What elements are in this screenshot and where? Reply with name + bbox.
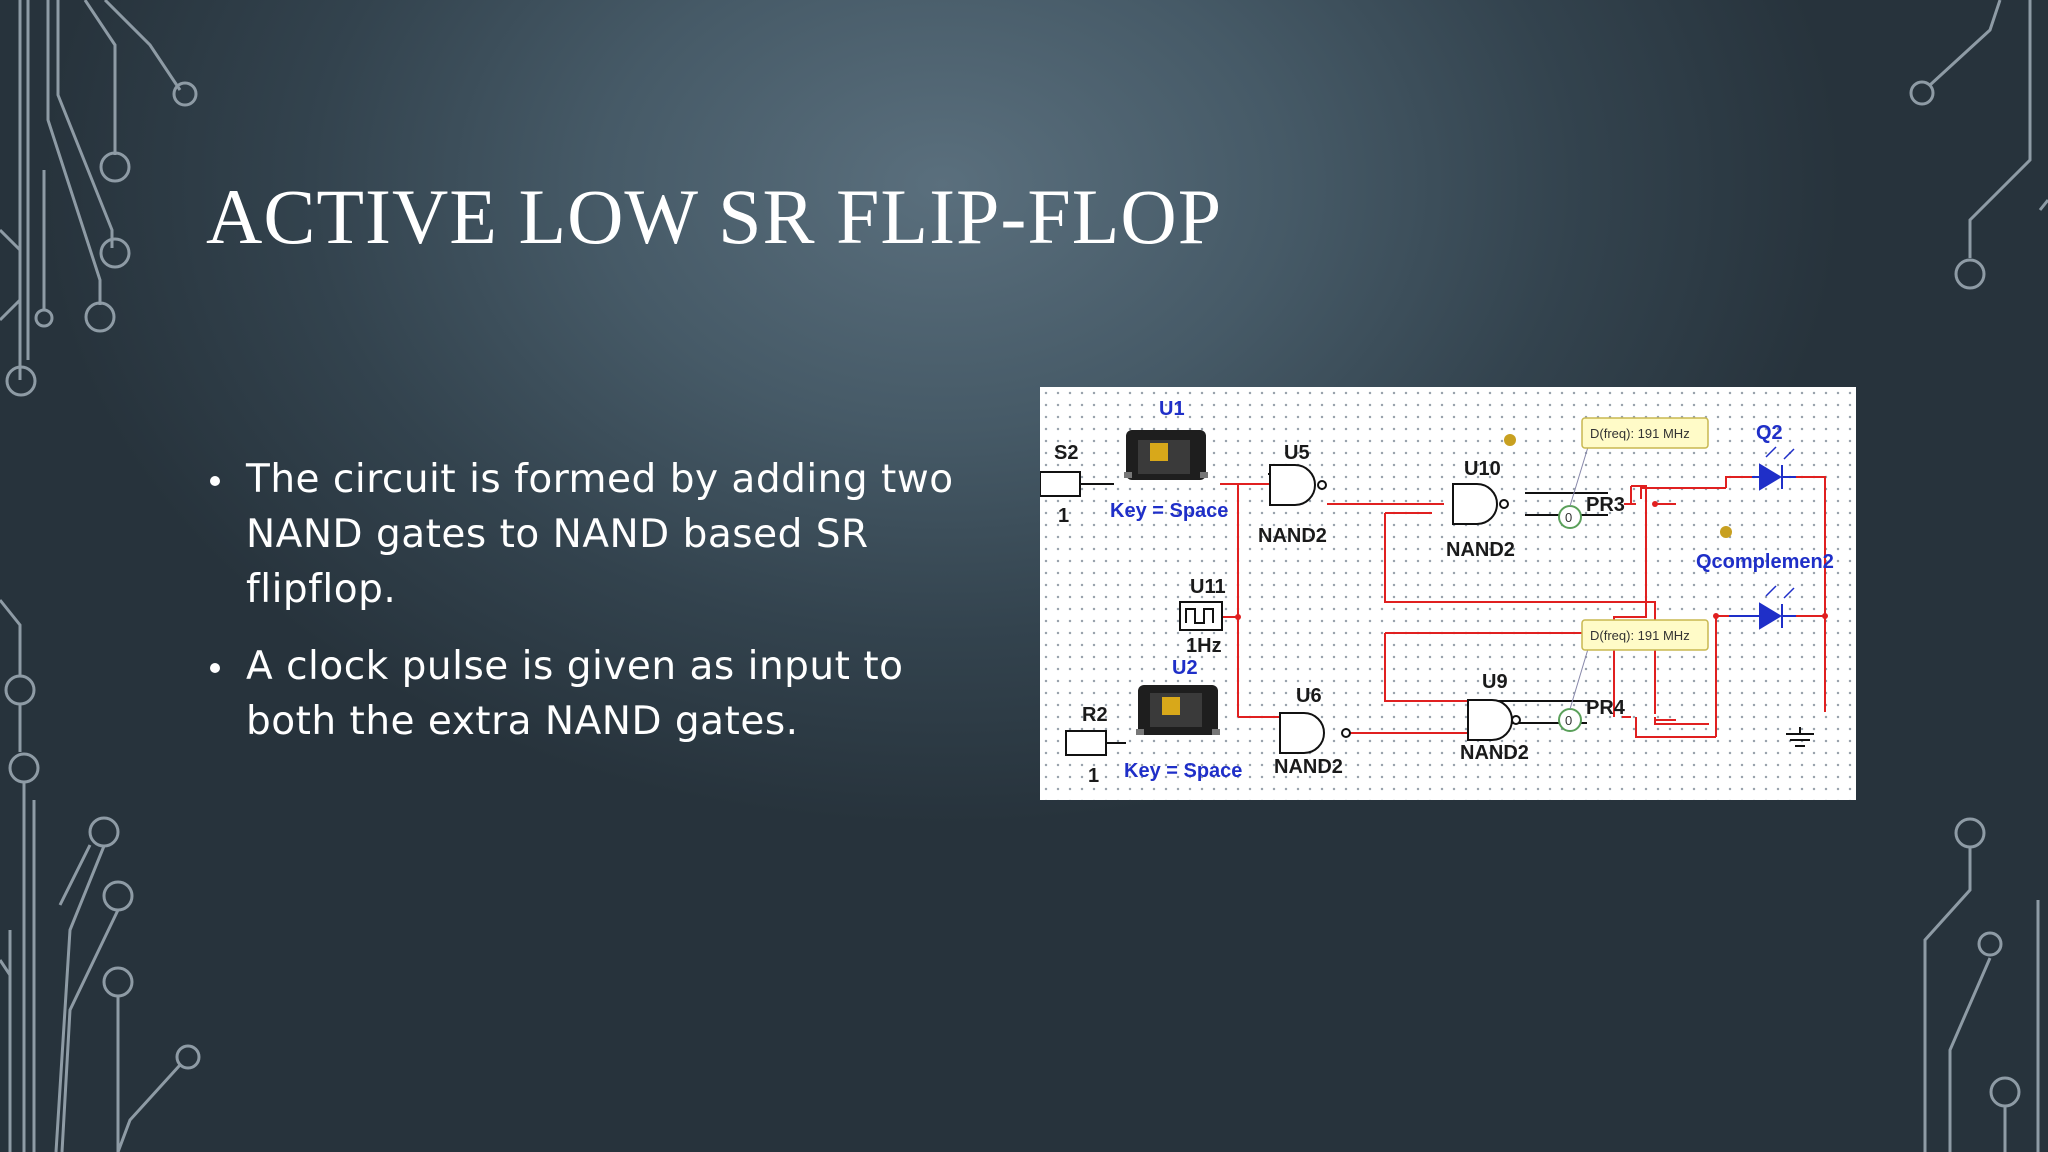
- clock-ref: U11: [1190, 576, 1226, 598]
- gate-u9-ref: U9: [1482, 671, 1508, 693]
- circuit-schematic: S2 1 U1 Key = Space R2 1 U2 Key = Space …: [1040, 387, 1856, 800]
- switch-r2-value: 1: [1088, 765, 1099, 787]
- gate-u5-type: NAND2: [1258, 525, 1327, 547]
- ground-icon: [1786, 727, 1814, 747]
- switch-r2-box[interactable]: [1065, 730, 1107, 756]
- probe-pr3-value: 0: [1565, 510, 1572, 525]
- gate-u5-ref: U5: [1284, 442, 1310, 464]
- bullet-item: The circuit is formed by adding two NAND…: [206, 452, 1006, 617]
- switch-s2-box[interactable]: [1040, 471, 1081, 497]
- clock-source-icon[interactable]: [1179, 601, 1223, 631]
- nand-gate-u10-icon[interactable]: [1452, 483, 1509, 525]
- probe-pr3-name: PR3: [1586, 494, 1625, 516]
- gate-u10-ref: U10: [1464, 458, 1501, 480]
- probe-pr4-tooltip-text: D(freq): 191 MHz: [1590, 628, 1690, 643]
- slide-title: ACTIVE LOW SR FLIP-FLOP: [206, 173, 1223, 260]
- gate-u10-type: NAND2: [1446, 539, 1515, 561]
- pushbutton-u1-icon[interactable]: [1124, 430, 1208, 480]
- switch-s2-name: S2: [1054, 442, 1078, 464]
- nand-gate-u5-icon[interactable]: [1269, 464, 1327, 506]
- marker-icon: [1504, 434, 1516, 446]
- switch-u2-key: Key = Space: [1124, 760, 1242, 782]
- led-q2-name: Q2: [1756, 422, 1783, 444]
- marker-icon: [1720, 526, 1732, 538]
- switch-r2-name: R2: [1082, 704, 1108, 726]
- gate-u6-type: NAND2: [1274, 756, 1343, 778]
- bullet-item: A clock pulse is given as input to both …: [206, 639, 1006, 749]
- pushbutton-u2-icon[interactable]: [1136, 685, 1220, 735]
- probe-pr4-name: PR4: [1586, 697, 1626, 719]
- gate-u9-type: NAND2: [1460, 742, 1529, 764]
- gate-u6-ref: U6: [1296, 685, 1322, 707]
- probe-pr3-tooltip: [1581, 417, 1709, 449]
- led-qcomplement-name: Qcomplemen2: [1696, 551, 1834, 573]
- probe-pr4-value: 0: [1565, 713, 1572, 728]
- nand-gate-u9-icon[interactable]: [1467, 699, 1521, 741]
- probe-pr3-tooltip-text: D(freq): 191 MHz: [1590, 426, 1690, 441]
- switch-u1-ref: U1: [1159, 398, 1185, 420]
- led-qcomplement-icon[interactable]: [1729, 585, 1796, 630]
- probe-pr4-tooltip: [1581, 619, 1709, 651]
- clock-frequency: 1Hz: [1186, 635, 1222, 657]
- switch-s2-value: 1: [1058, 505, 1069, 527]
- schematic-canvas: S2 1 U1 Key = Space R2 1 U2 Key = Space …: [1040, 398, 1834, 787]
- led-q2-icon[interactable]: [1752, 446, 1796, 491]
- bullet-list: The circuit is formed by adding two NAND…: [206, 452, 1006, 771]
- switch-u2-ref: U2: [1172, 657, 1198, 679]
- nand-gate-u6-icon[interactable]: [1279, 712, 1351, 754]
- switch-u1-key: Key = Space: [1110, 500, 1228, 522]
